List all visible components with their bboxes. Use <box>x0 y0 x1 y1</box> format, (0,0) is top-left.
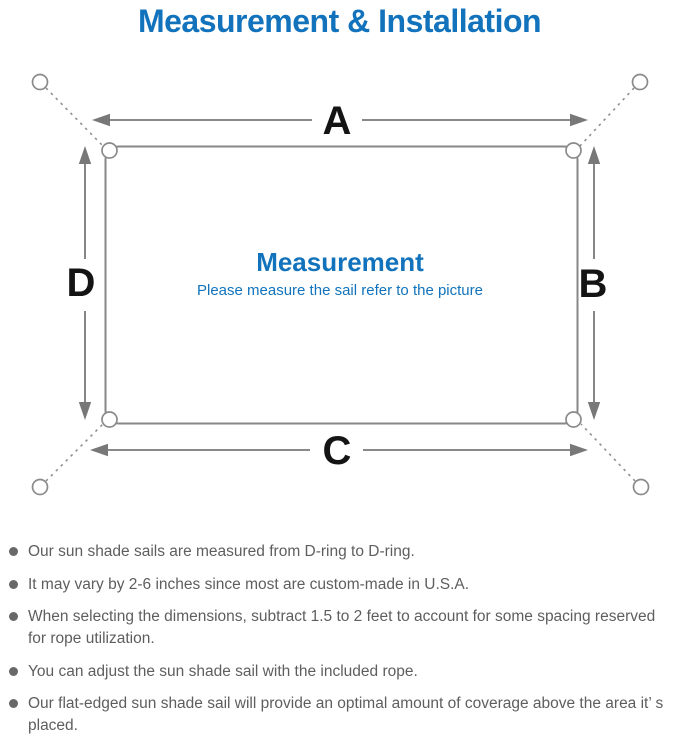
note-text: Our flat-edged sun shade sail will provi… <box>28 695 664 735</box>
rope-dash-line <box>580 423 636 482</box>
rope-dash-line <box>45 87 104 147</box>
anchor-ring-icon <box>631 73 649 91</box>
dimension-label-a: A <box>323 99 352 143</box>
anchor-ring-icon <box>31 478 49 496</box>
list-item: Our sun shade sails are measured from D-… <box>9 541 673 563</box>
dimension-label-c: C <box>323 429 352 473</box>
d-ring-icon <box>565 142 582 159</box>
note-text: Our sun shade sails are measured from D-… <box>28 543 415 560</box>
dimension-label-b: B <box>579 262 608 306</box>
note-text: When selecting the dimensions, subtract … <box>28 608 656 648</box>
bullet-icon <box>9 699 18 709</box>
dimension-label-d: D <box>67 261 96 305</box>
rope-dash-line <box>579 87 635 147</box>
d-ring-icon <box>565 411 582 428</box>
anchor-ring-icon <box>31 73 49 91</box>
bullet-icon <box>9 666 18 676</box>
dimension-arrow-b: B <box>579 146 608 420</box>
d-ring-icon <box>101 142 118 159</box>
bullet-icon <box>9 612 18 622</box>
center-caption: Please measure the sail refer to the pic… <box>197 282 483 299</box>
page-title: Measurement & Installation <box>137 3 542 39</box>
note-text: It may vary by 2-6 inches since most are… <box>28 575 470 593</box>
dimension-arrow-a: A <box>92 99 588 143</box>
note-text: You can adjust the sun shade sail with t… <box>28 662 418 680</box>
measurement-diagram: A C D B Measurement Please meas <box>31 73 650 496</box>
list-item: It may vary by 2-6 inches since most are… <box>9 574 673 596</box>
sail-outline <box>104 145 579 425</box>
dimension-arrow-c: C <box>90 429 588 473</box>
list-item: You can adjust the sun shade sail with t… <box>9 661 673 683</box>
d-ring-icon <box>101 411 118 428</box>
list-item: When selecting the dimensions, subtract … <box>9 606 673 649</box>
anchor-ring-icon <box>632 478 650 496</box>
bullet-icon <box>9 579 18 589</box>
list-item: Our flat-edged sun shade sail will provi… <box>9 693 673 736</box>
dimension-arrow-d: D <box>67 146 96 420</box>
bullet-icon <box>9 547 18 556</box>
rope-dash-line <box>45 423 104 482</box>
notes-list: Our sun shade sails are measured from D-… <box>0 503 679 737</box>
center-heading: Measurement <box>256 247 424 277</box>
